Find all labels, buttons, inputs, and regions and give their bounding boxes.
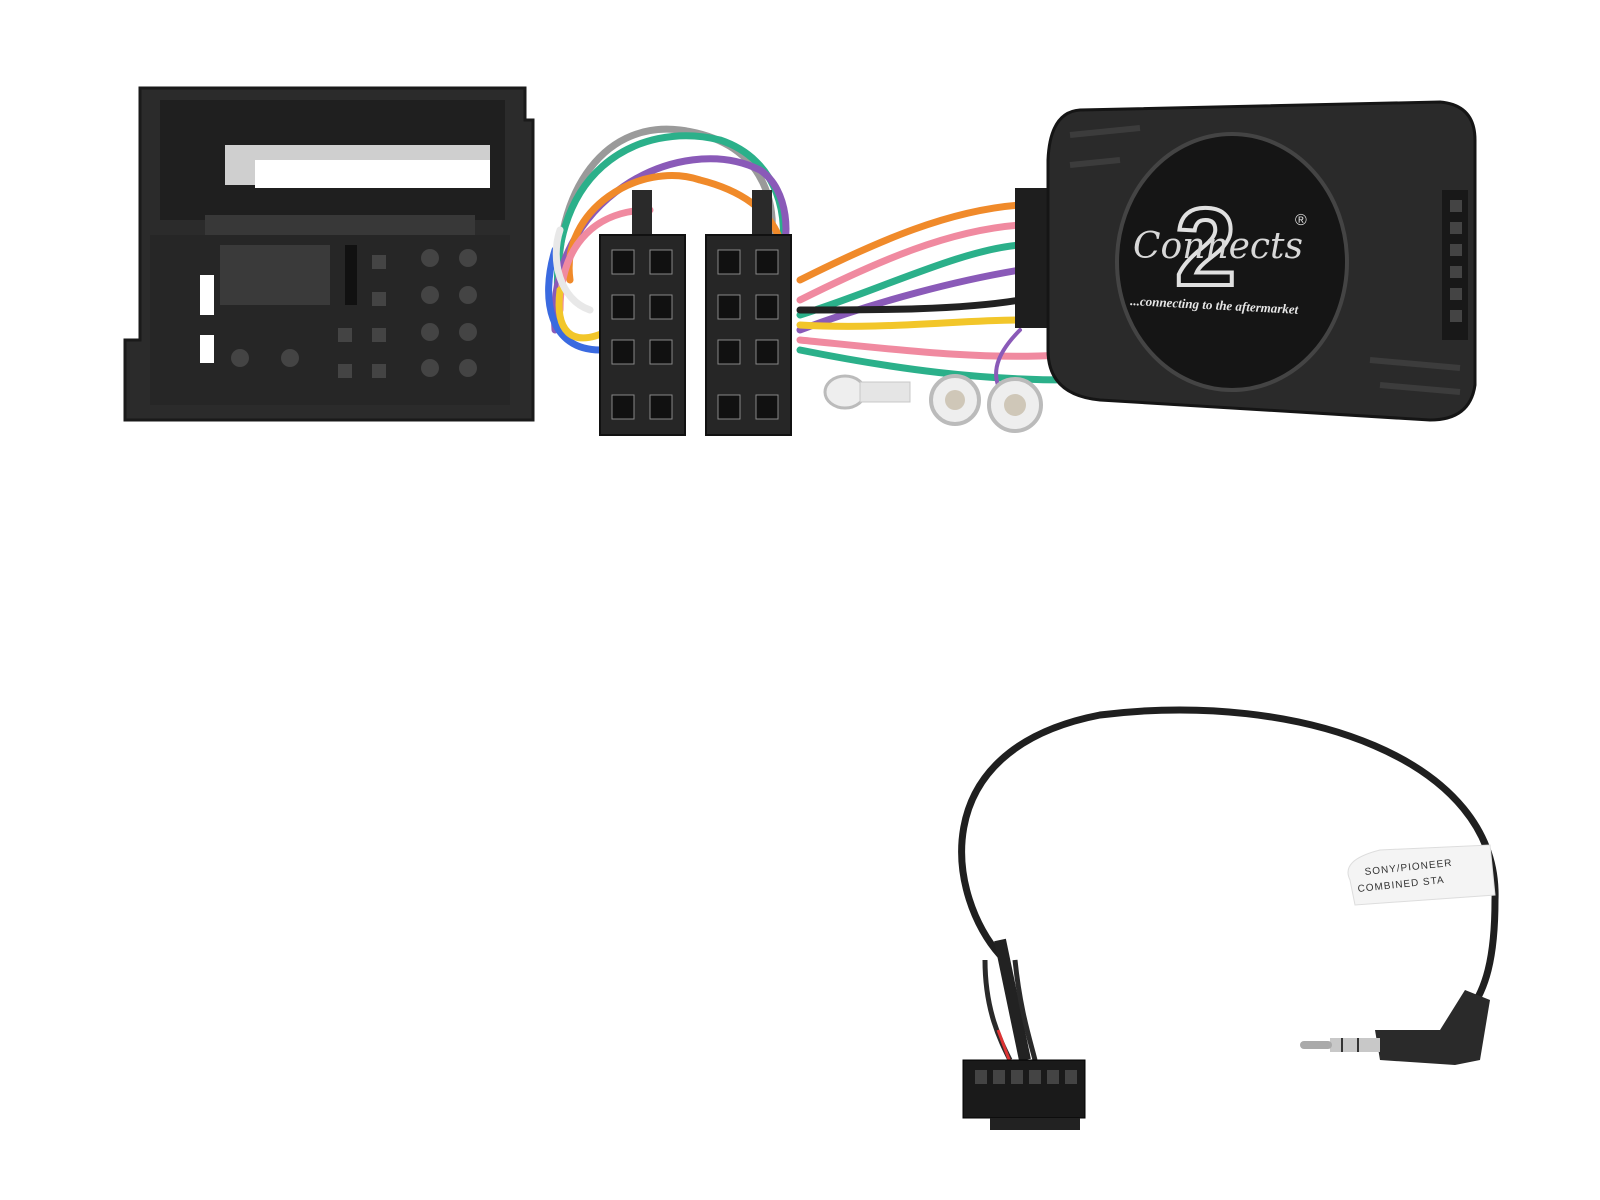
pin-grid — [200, 245, 477, 378]
iso-connectors — [599, 190, 792, 436]
interface-box: 2 Connects ® ...connecting to the afterm… — [1015, 100, 1477, 422]
wire-bundle — [545, 125, 1074, 392]
logo-number: 2 — [1175, 186, 1236, 309]
registered-mark: ® — [1295, 212, 1307, 229]
logo-script: Connects — [1133, 226, 1303, 267]
ring-terminals — [823, 374, 1043, 433]
quadlock-connector — [123, 86, 535, 422]
patch-lead: SONY/PIONEER COMBINED STA — [958, 706, 1499, 1130]
